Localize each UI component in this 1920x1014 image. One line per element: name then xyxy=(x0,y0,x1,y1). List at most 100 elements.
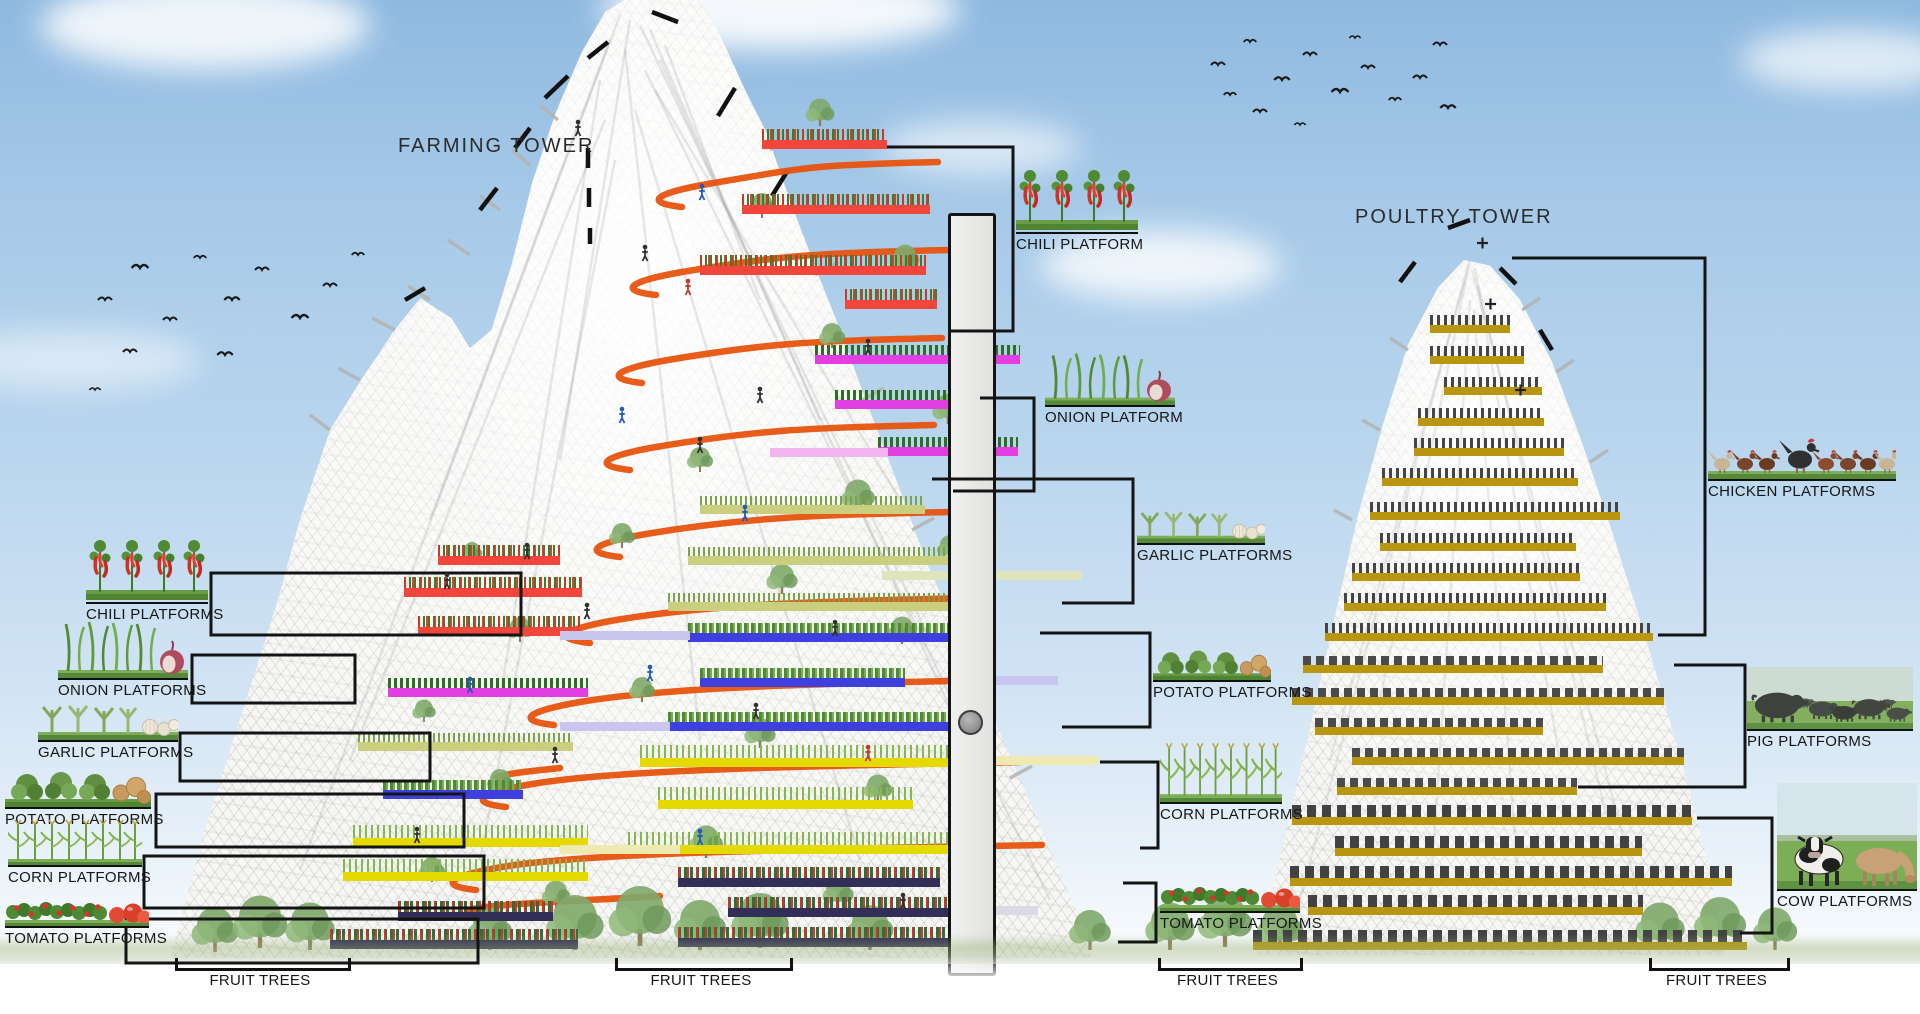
label-text: CHICKEN PLATFORMS xyxy=(1708,483,1876,500)
garlic-illustration xyxy=(1137,510,1265,545)
garlic-platform-bar xyxy=(668,602,980,611)
label-text: POTATO PLATFORMS xyxy=(1153,684,1312,701)
potato-illustration xyxy=(5,771,151,809)
onion-illustration xyxy=(58,620,188,680)
garlic-illustration xyxy=(38,704,178,742)
garlic-platform-bar xyxy=(358,742,573,751)
cow-illustration xyxy=(1777,783,1917,891)
cow-platforms-label: COW PLATFORMS xyxy=(1777,783,1917,910)
cloud xyxy=(1740,30,1920,90)
chicken-platform-bar xyxy=(1380,543,1576,551)
chili-plants-strip xyxy=(418,616,580,627)
garlic-platforms-label-left: GARLIC PLATFORMS xyxy=(38,696,194,761)
garlic-plants-strip xyxy=(700,496,925,505)
label-text: COW PLATFORMS xyxy=(1777,893,1913,910)
chili-platform-bar xyxy=(762,140,887,149)
chicken-platform-bar xyxy=(1418,418,1544,426)
label-text: GARLIC PLATFORMS xyxy=(38,744,194,761)
onion-illustration xyxy=(1045,352,1175,407)
fruit-trees-label: FRUIT TREES xyxy=(1665,972,1768,989)
bird-flock-right xyxy=(1210,35,1457,126)
potato-illustration xyxy=(1153,650,1271,682)
pig-silhouettes-strip xyxy=(1337,778,1577,787)
label-text: CHILI PLATFORMS xyxy=(86,606,224,623)
fruit-trees-bracket xyxy=(175,958,351,971)
label-text: GARLIC PLATFORMS xyxy=(1137,547,1293,564)
tomato-platform-bar xyxy=(728,908,960,917)
potato-platforms-label-right: POTATO PLATFORMS xyxy=(1153,638,1312,701)
cow-platform-bar xyxy=(1335,848,1642,856)
chicken-platform-bar xyxy=(1370,512,1620,520)
cow-silhouettes-strip xyxy=(1308,895,1643,907)
light-platform-bar xyxy=(770,448,888,457)
garlic-plants-strip xyxy=(668,593,980,602)
corn-platforms-label-right: CORN PLATFORMS xyxy=(1160,742,1303,823)
potato-platform-bar xyxy=(688,633,960,642)
pig-platform-bar xyxy=(1303,665,1603,673)
elevator-shaft xyxy=(948,213,996,976)
garlic-platform-bar xyxy=(688,556,956,565)
corn-plants-strip xyxy=(640,745,975,758)
light-platform-bar xyxy=(560,845,680,854)
tomato-platforms-label-left: TOMATO PLATFORMS xyxy=(5,884,168,947)
garlic-platforms-label-right: GARLIC PLATFORMS xyxy=(1137,503,1293,564)
potato-plants-strip xyxy=(688,623,960,633)
label-text: ONION PLATFORMS xyxy=(58,682,207,699)
fruit-trees-label: FRUIT TREES xyxy=(1176,972,1279,989)
fruit-trees-bracket xyxy=(615,958,793,971)
label-text: TOMATO PLATFORMS xyxy=(1160,915,1323,932)
fruit-trees-label: FRUIT TREES xyxy=(650,972,752,989)
cloud xyxy=(1040,230,1280,300)
cloud xyxy=(0,330,200,390)
label-text: TOMATO PLATFORMS xyxy=(5,930,168,947)
bottom-white-fade xyxy=(0,956,1920,1014)
fruit-trees-bracket xyxy=(1649,958,1790,971)
light-platform-bar xyxy=(948,676,1058,685)
chili-platforms-label-left: CHILI PLATFORMS xyxy=(86,528,224,623)
potato-plants-strip xyxy=(700,668,905,678)
chili-platform-bar xyxy=(418,627,580,636)
chicken-platform-bar xyxy=(1444,387,1542,395)
onion-platforms-label-left: ONION PLATFORMS xyxy=(58,618,207,699)
chicken-platforms-label: CHICKEN PLATFORMS xyxy=(1708,433,1896,500)
potato-plants-strip xyxy=(383,780,523,790)
potato-plants-strip xyxy=(668,712,953,722)
cow-platform-bar xyxy=(1292,817,1692,825)
corn-plants-strip xyxy=(628,832,963,845)
onion-plants-strip xyxy=(388,678,588,688)
chili-illustration xyxy=(86,528,208,604)
tomato-platforms-label-right: TOMATO PLATFORMS xyxy=(1160,869,1323,932)
chicken-illustration xyxy=(1708,433,1896,481)
pig-platform-bar xyxy=(1337,787,1577,795)
cow-platform-bar xyxy=(1308,907,1643,915)
chicken-silhouettes-strip xyxy=(1370,502,1620,512)
chili-platform-label-right: CHILI PLATFORM xyxy=(1016,158,1143,253)
chicken-platform-bar xyxy=(1414,448,1564,456)
corn-platform-bar xyxy=(343,872,588,881)
chicken-silhouettes-strip xyxy=(1380,533,1576,543)
chili-plants-strip xyxy=(762,129,887,140)
chicken-platform-bar xyxy=(1325,633,1653,641)
corn-platform-bar xyxy=(353,838,588,847)
pig-silhouettes-strip xyxy=(1315,718,1543,727)
garlic-plants-strip xyxy=(358,733,573,742)
elevator-car xyxy=(958,710,983,735)
corn-platform-bar xyxy=(640,758,975,767)
chicken-platform-bar xyxy=(1344,603,1606,611)
corn-platform-bar xyxy=(658,800,913,809)
chicken-silhouettes-strip xyxy=(1325,623,1653,633)
tomato-plants-strip xyxy=(398,901,553,912)
chili-platform-bar xyxy=(700,266,926,275)
chicken-platform-bar xyxy=(1430,356,1524,364)
chicken-silhouettes-strip xyxy=(1418,408,1544,418)
tomato-illustration xyxy=(5,902,149,928)
chili-platform-bar xyxy=(438,556,560,565)
potato-platform-bar xyxy=(700,678,905,687)
onion-platform-bar xyxy=(388,688,588,697)
label-text: POTATO PLATFORMS xyxy=(5,811,164,828)
label-text: CORN PLATFORMS xyxy=(8,869,152,886)
poultry-tower-title: POULTRY TOWER xyxy=(1355,206,1553,228)
pig-platform-bar xyxy=(1315,727,1543,735)
chili-plants-strip xyxy=(404,577,582,588)
tomato-plants-strip xyxy=(678,927,950,938)
